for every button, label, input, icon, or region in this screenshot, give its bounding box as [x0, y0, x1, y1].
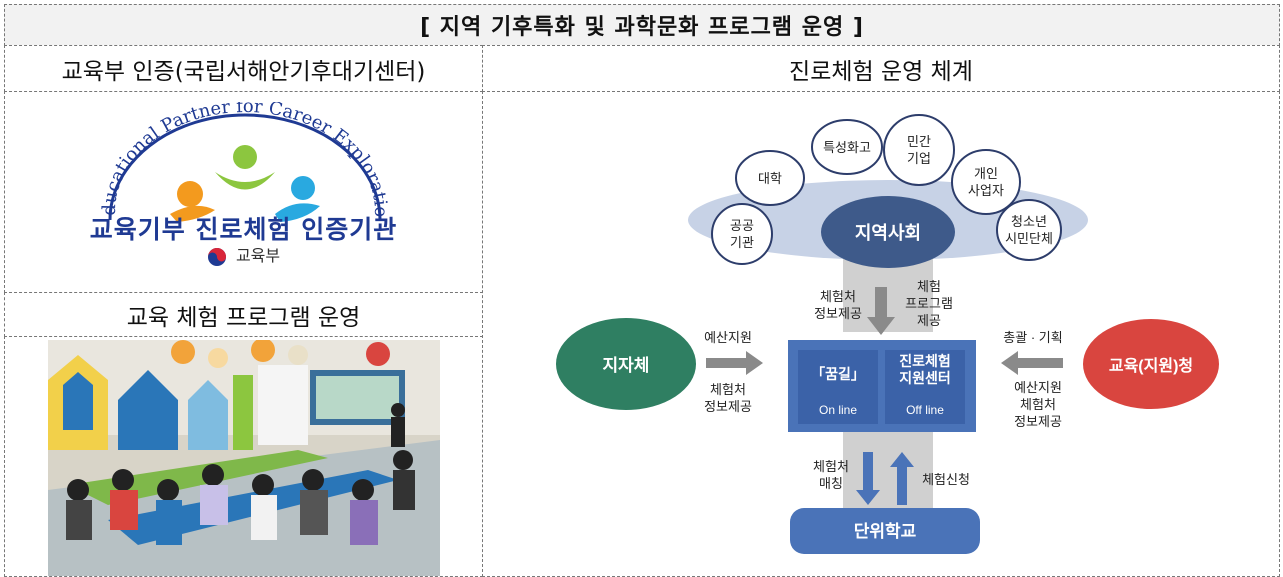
bubble-university: 대학: [758, 171, 782, 186]
left-org-label: 지자체: [603, 356, 650, 375]
left-arrow-icon: [1001, 351, 1018, 375]
ministry-label: 교육부: [5, 242, 482, 267]
down-arrow-icon: [867, 317, 895, 335]
community-ellipse: [821, 196, 955, 268]
page-title: [ 지역 기후특화 및 과학문화 프로그램 운영 ]: [4, 4, 1280, 46]
taegeuk-icon: [207, 247, 226, 266]
community-label: 지역사회: [855, 223, 921, 243]
hub-left-sub: On line: [819, 403, 857, 417]
right-arrow-icon: [746, 351, 763, 375]
bottom-right-label: 체험신청: [922, 472, 970, 487]
document-frame: [ 지역 기후특화 및 과학문화 프로그램 운영 ] 교육부 인증(국립서해안기…: [4, 4, 1280, 577]
hub-left-title: 「꿈길」: [811, 366, 865, 382]
figure-green-icon: [215, 172, 275, 190]
program-photo-cell: [4, 336, 483, 577]
program-label: 교육 체험 프로그램 운영: [4, 292, 483, 337]
bubble-vocational: 특성화고: [823, 140, 871, 155]
stakeholder-bubbles: [711, 114, 1062, 265]
figure-blue-icon: [291, 176, 315, 200]
figure-orange-icon: [177, 181, 203, 207]
right-org-label: 교육(지원)청: [1109, 356, 1193, 375]
left-header: 교육부 인증(국립서해안기후대기센터): [4, 45, 483, 92]
school-label: 단위학교: [854, 522, 917, 541]
logo-arc-text: Educational Partner for Career Explorati…: [65, 102, 391, 217]
classroom-photo: [48, 340, 440, 576]
logo-main-text: 교육기부 진로체험 인증기관: [89, 215, 398, 244]
svg-text:Educational Partner for Career: Educational Partner for Career Explorati…: [65, 102, 391, 217]
match-down-arrow-icon: [856, 490, 880, 505]
apply-up-arrow-icon: [890, 452, 914, 467]
hub-right-sub: Off line: [906, 403, 944, 417]
ministry-name: 교육부: [235, 246, 281, 265]
school-box: [790, 508, 980, 554]
education-office-ellipse: [1083, 319, 1219, 409]
certification-logo: Educational Partner for Career Explorati…: [65, 102, 391, 222]
certification-logo-cell: Educational Partner for Career Explorati…: [4, 91, 483, 293]
right-header: 진로체험 운영 체계: [482, 45, 1280, 92]
left-arrow-top: 예산지원: [704, 330, 752, 345]
right-arrow-top: 총괄 · 기획: [1003, 330, 1062, 345]
local-government-ellipse: [556, 318, 696, 410]
